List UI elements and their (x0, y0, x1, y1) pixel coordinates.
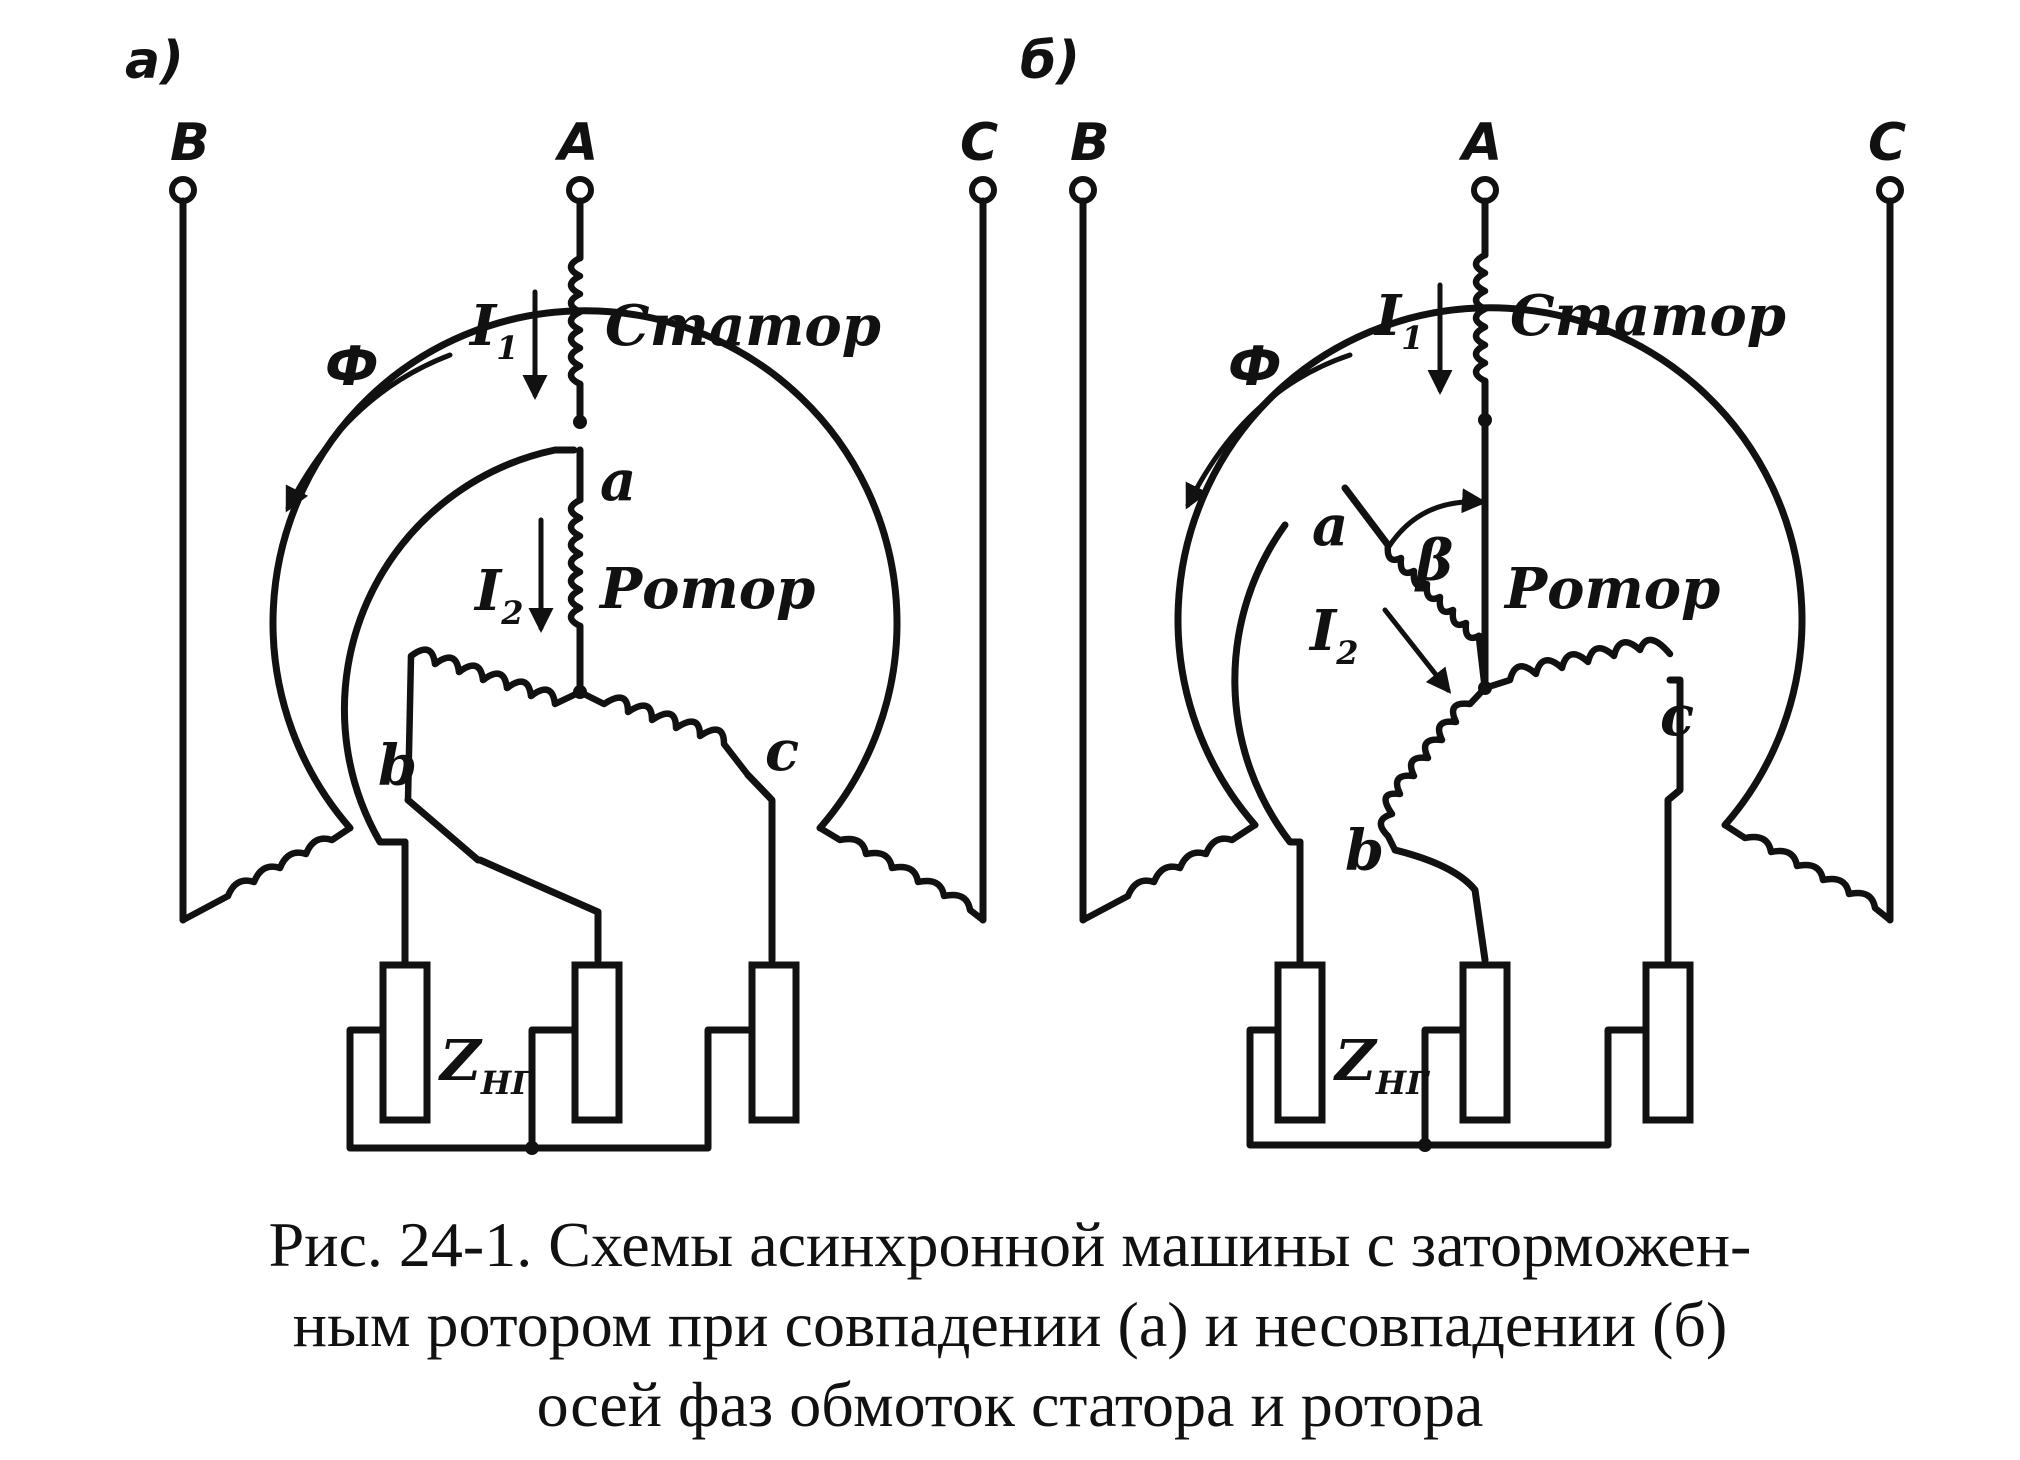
panel-a-stator-winding-c (816, 197, 987, 924)
panel-a-phase-b-label: b (378, 733, 417, 799)
panel-a-load-resistor-2 (571, 961, 623, 1124)
panel-b-stator-winding-b (1079, 197, 1259, 924)
panel-b-i2-label: I2 (1308, 598, 1358, 672)
panel-a-load-resistor-1 (379, 961, 431, 1124)
caption-line-3: осей фаз обмоток статора и ротора (536, 1369, 1484, 1440)
panel-b-load-resistor-2 (1459, 961, 1511, 1124)
panel-b-terminal-a-label: A (1458, 113, 1502, 173)
panel-b-rotor-winding-b (1377, 684, 1489, 964)
panel-b-i2-arrow (1382, 607, 1452, 694)
panel-b-rotor-arc (1231, 521, 1304, 846)
panel-a-stator-label: Статор (605, 293, 881, 359)
panel-a-stator-bore (269, 307, 901, 832)
caption-line-2: ным ротором при совпадении (а) и несовпа… (292, 1289, 1728, 1360)
panel-a-rotor-winding-b (404, 646, 602, 964)
figure-caption: Рис. 24-1. Схемы асинхронной машины с за… (60, 1205, 1960, 1445)
panel-a-flux-label: Ф (325, 335, 379, 398)
caption-line-1: Рис. 24-1. Схемы асинхронной машины с за… (268, 1209, 1752, 1280)
panel-b-rotor-winding-c (1481, 636, 1684, 964)
panel-b-stator-winding-c (1721, 197, 1894, 924)
panel-a-phase-c-label: c (765, 718, 799, 784)
panel-b-tag: б) (1020, 31, 1080, 91)
panel-a-rotor-arc (340, 446, 578, 846)
panel-b-i1-label: I1 (1373, 283, 1423, 357)
panel-b-load-resistor-1 (1274, 961, 1326, 1124)
panel-b-beta-arc (1385, 488, 1487, 551)
panel-b-phase-b-label: b (1345, 818, 1384, 884)
panel-b-rotor-winding-a (1341, 484, 1489, 692)
panel-b-stator-bore (1174, 304, 1806, 829)
panel-a-load-resistor-3 (748, 961, 800, 1124)
panel-b-beta-label: β (1414, 528, 1453, 594)
panel-b-phase-c-label: c (1660, 683, 1694, 749)
panel-b-load-label: ZНГ (1333, 1028, 1430, 1102)
panel-b-terminal-c-label: C (1868, 113, 1906, 173)
panel-b-rotor-label: Ротор (1503, 556, 1720, 622)
panel-b-terminal-b-label: B (1070, 113, 1110, 173)
panel-b-flux-label: Ф (1228, 335, 1282, 398)
panel-a-rotor-label: Ротор (598, 556, 815, 622)
panel-a-i2-label: I2 (473, 558, 523, 632)
panel-a-tag: а) (125, 31, 184, 91)
panel-a-load-label: ZНГ (438, 1028, 535, 1102)
panel-a-rotor-winding-a (567, 446, 584, 696)
panel-a: а) B A C Статор I1 Ф (125, 31, 998, 1155)
panel-a-stator-winding-b (179, 197, 354, 924)
panel-a-terminal-b-label: B (170, 113, 210, 173)
panel-a-rotor-winding-c (576, 688, 776, 964)
panel-b-load-resistor-3 (1642, 961, 1694, 1124)
panel-a-terminal-c-label: C (960, 113, 998, 173)
panel-a-phase-a-label: a (600, 448, 636, 514)
panel-a-terminal-a-label: A (554, 113, 598, 173)
panel-b-phase-a-label: a (1312, 493, 1348, 559)
panel-b: б) B A C Статор I1 Ф (1020, 31, 1906, 1152)
